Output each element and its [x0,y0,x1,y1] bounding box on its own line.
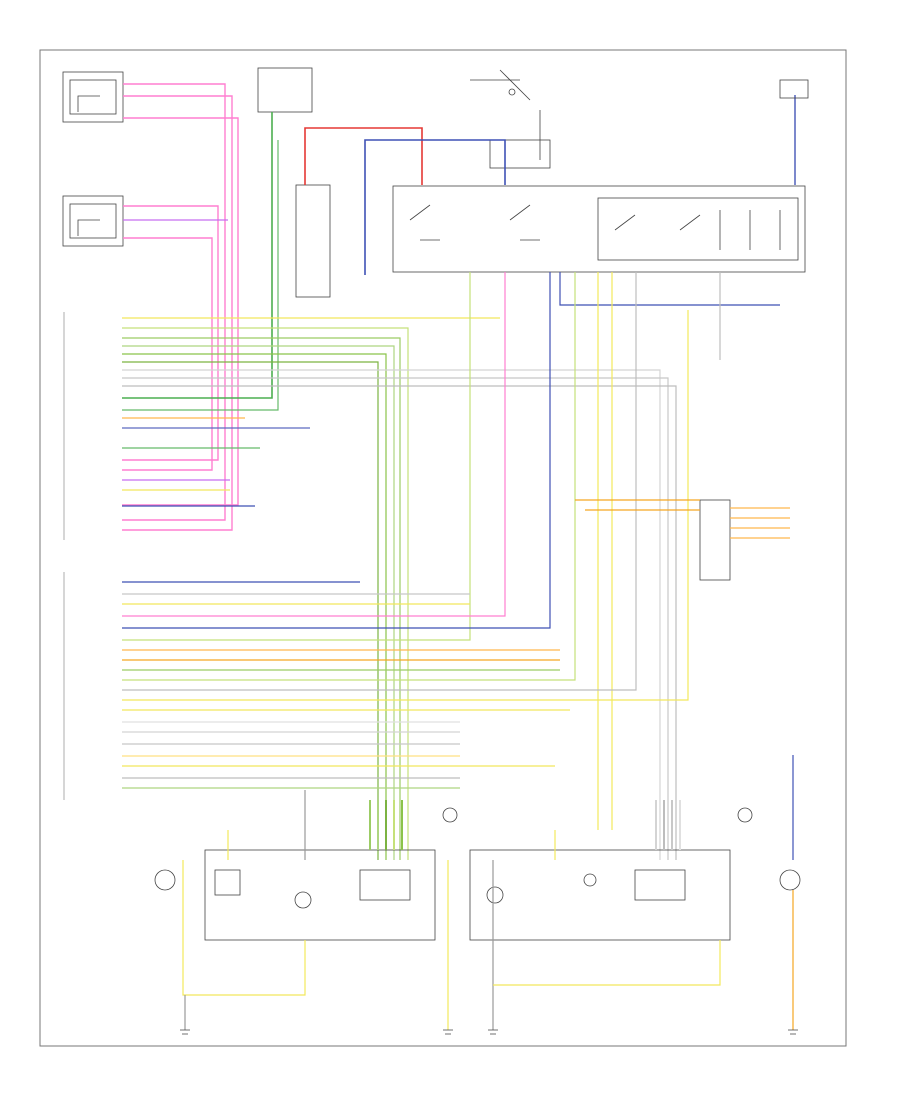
fuse-top-right [779,79,809,99]
lower-wire-bundle [122,581,570,789]
right-headlamp-assembly [442,807,801,941]
ignition-switch [470,69,551,169]
left-rear-abs-sensor [62,195,124,247]
blue-top-wire [364,139,506,275]
right-vertical-wires [122,272,780,830]
ground-wires [182,755,794,1030]
red-power-wire [304,127,423,185]
left-motor-wires [369,800,403,850]
ground-symbols [180,1029,798,1035]
headlamp-switch-box [392,185,806,273]
green-wire-2 [122,140,279,411]
green-power-wire [122,112,273,399]
left-headlamp-assembly [154,849,436,941]
upper-wire-bundle [122,317,677,860]
right-motor-wires [655,800,681,850]
pink-wire-group [122,83,239,531]
diagram-frame [39,49,847,1047]
violet-wire-group [122,219,230,481]
right-connector [575,499,790,581]
fuse-block [257,67,331,298]
left-front-abs-sensor [62,71,124,123]
